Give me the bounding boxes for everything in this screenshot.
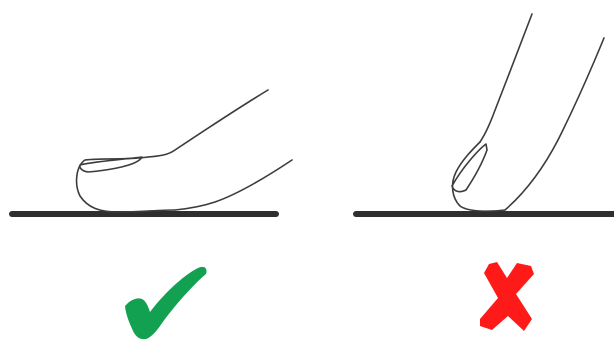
finger-left-edge: [480, 14, 532, 142]
panel-incorrect: [356, 14, 614, 214]
finger-lower-edge: [175, 160, 292, 210]
fingernail-upright: [452, 144, 487, 192]
finger-upright-illustration: [452, 14, 604, 211]
panel-correct: [12, 90, 292, 214]
finger-right-edge: [505, 38, 604, 210]
finger-upper-edge: [148, 90, 268, 157]
finger-tip-upright: [453, 142, 505, 211]
cross-mark-icon: [480, 262, 534, 331]
check-mark-icon: [125, 267, 207, 339]
finger-flat-illustration: [77, 90, 292, 212]
